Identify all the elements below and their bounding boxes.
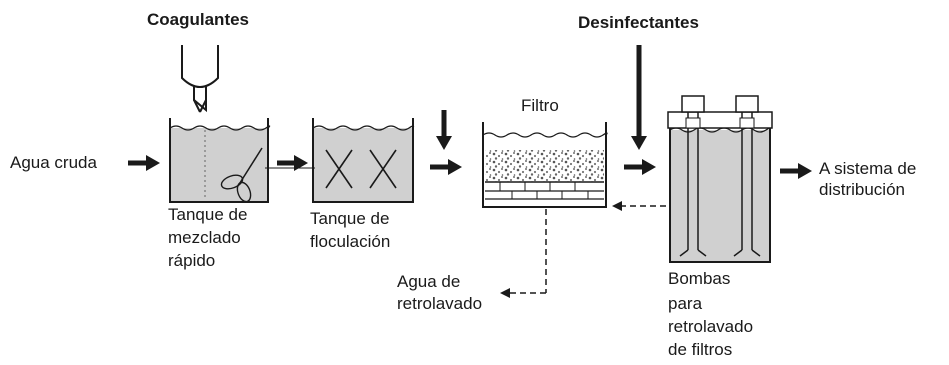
filter-tank bbox=[482, 122, 608, 208]
label-tanque-mezclado-3: rápido bbox=[168, 251, 216, 270]
label-tanque-floculacion-2: floculación bbox=[310, 232, 391, 251]
arrow-floc-to-filter bbox=[430, 159, 462, 175]
arrow-raw-water bbox=[128, 155, 160, 171]
label-bombas-1: Bombas bbox=[668, 269, 731, 288]
coagulant-hopper bbox=[181, 45, 219, 113]
pump-tank bbox=[667, 95, 773, 263]
arrow-mix-to-floc bbox=[277, 155, 308, 171]
label-filtro: Filtro bbox=[521, 96, 559, 115]
label-bombas-3: retrolavado bbox=[668, 317, 754, 336]
label-agua-cruda: Agua cruda bbox=[10, 153, 97, 172]
backwash-lines bbox=[500, 201, 666, 298]
label-tanque-mezclado-1: Tanque de bbox=[168, 205, 248, 224]
label-tanque-mezclado-2: mezclado bbox=[168, 228, 241, 247]
label-bombas-2: para bbox=[668, 294, 703, 313]
label-tanque-floculacion-1: Tanque de bbox=[310, 209, 390, 228]
label-a-sistema-1: A sistema de bbox=[819, 159, 917, 178]
arrow-filter-to-pump bbox=[624, 159, 656, 175]
arrow-to-distribution bbox=[780, 163, 812, 179]
label-coagulantes: Coagulantes bbox=[147, 10, 250, 29]
arrow-down-top bbox=[436, 110, 452, 150]
label-agua-de: Agua de bbox=[397, 272, 461, 291]
label-a-sistema-2: distribución bbox=[819, 180, 905, 199]
label-desinfectantes: Desinfectantes bbox=[578, 13, 699, 32]
rapid-mix-tank bbox=[169, 118, 271, 203]
label-retrolavado: retrolavado bbox=[397, 294, 483, 313]
flow-arrows bbox=[128, 45, 812, 179]
label-bombas-4: de filtros bbox=[668, 340, 733, 359]
arrow-disinfectant bbox=[631, 45, 647, 150]
flocculation-tank bbox=[265, 118, 415, 203]
